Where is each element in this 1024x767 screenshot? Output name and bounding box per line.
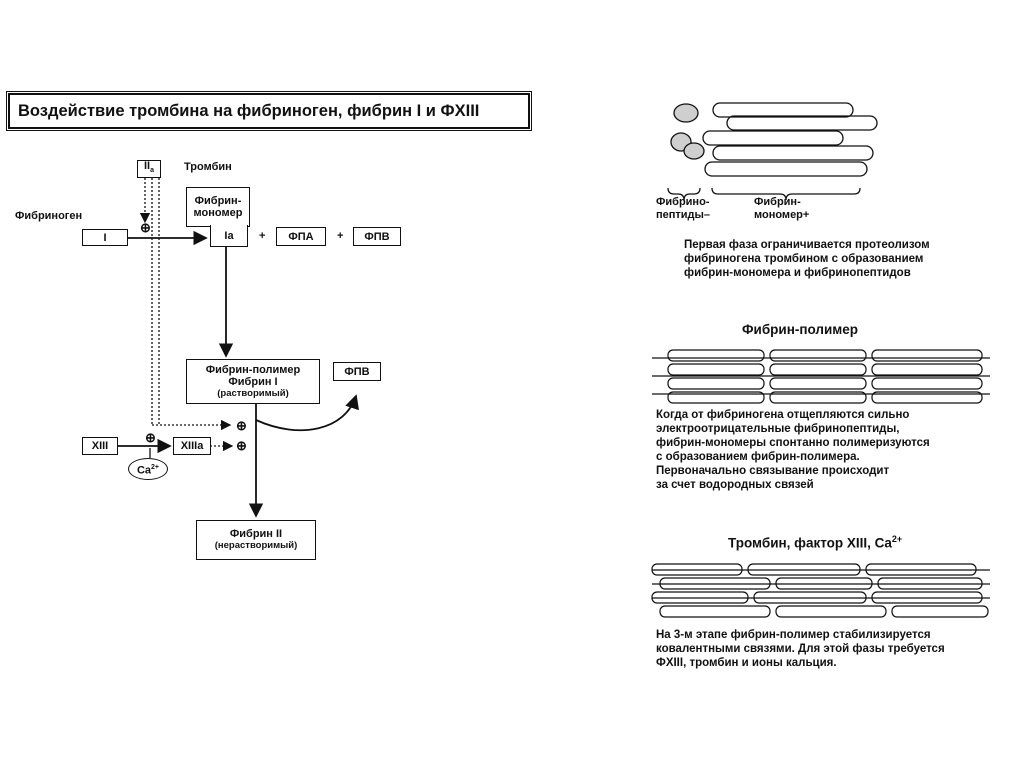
label-monomer-line1: Фибрин-: [754, 196, 801, 208]
phase3-line: На 3-м этапе фибрин-полимер стабилизируе…: [656, 629, 931, 641]
xiiia-label: XIIIa: [180, 440, 204, 452]
fpb-released-label: ФПВ: [344, 365, 370, 378]
plus-sign-1: +: [259, 230, 266, 242]
phase2-text: Когда от фибриногена отщепляются сильно …: [656, 408, 930, 492]
thrombin-label: Тромбин: [184, 161, 232, 173]
phase2-line: Первоначально связывание происходит: [656, 465, 890, 477]
thrombin-iia-box: IIa: [137, 160, 161, 178]
ca-superscript: 2+: [151, 463, 160, 471]
stab-heading-text: Тромбин, фактор XIII, Ca: [728, 535, 892, 551]
phase2-line: с образованием фибрин-полимера.: [656, 451, 860, 463]
phase2-line: фибрин-мономеры спонтанно полимеризуются: [656, 437, 930, 449]
phase1-line: фибриногена тромбином с образованием: [684, 253, 924, 265]
fibrin-polymer-box: Фибрин-полимер Фибрин I (растворимый): [186, 359, 320, 404]
xiii-label: XIII: [91, 440, 109, 452]
activation-plus-icon-4: ⊕: [236, 438, 247, 453]
monomer-line1: Фибрин-: [194, 195, 242, 207]
phase1-text: Первая фаза ограничивается протеолизом ф…: [684, 238, 930, 280]
ca-label: Ca: [136, 464, 152, 477]
stabilization-heading: Тромбин, фактор XIII, Ca2+: [728, 534, 902, 551]
phase1-line: Первая фаза ограничивается протеолизом: [684, 239, 930, 251]
fpa-box: ФПА: [276, 227, 326, 246]
stab-heading-sup: 2+: [891, 534, 903, 544]
phase3-text: На 3-м этапе фибрин-полимер стабилизируе…: [656, 628, 945, 670]
phase2-line: Когда от фибриногена отщепляются сильно: [656, 409, 910, 421]
ia-box: Ia: [210, 225, 248, 247]
monomer-line2: мономер: [193, 207, 243, 219]
fibrin2-line1: Фибрин II: [229, 528, 283, 540]
phase2-line: электроотрицательные фибринопептиды,: [656, 423, 900, 435]
calcium-ellipse: Ca2+: [128, 458, 168, 480]
phase2-line: за счет водородных связей: [656, 479, 814, 491]
phase1-line: фибрин-мономера и фибринопептидов: [684, 267, 911, 279]
label-peptides-line2: пептиды–: [656, 209, 711, 221]
fibrinogen-label: Фибриноген: [15, 210, 83, 222]
activation-plus-icon-1: ⊕: [140, 220, 151, 235]
fibrin2-line2: (нерастворимый): [214, 540, 298, 551]
fpb-released-box: ФПВ: [333, 362, 381, 381]
plus-sign-2: +: [337, 230, 344, 242]
activation-plus-icon-3: ⊕: [145, 430, 156, 445]
label-peptides-line1: Фибрино-: [656, 196, 710, 208]
label-monomer-line2: мономер+: [754, 209, 810, 221]
iia-subscript: a: [150, 167, 155, 175]
iia-label: II: [143, 160, 151, 173]
polymer-heading: Фибрин-полимер: [742, 322, 859, 337]
label-fibrin-monomer: Фибрин- мономер+: [754, 196, 809, 222]
fpb-box: ФПВ: [353, 227, 401, 246]
fpb-label: ФПВ: [364, 230, 390, 243]
polymer-line3: (растворимый): [217, 387, 289, 399]
phase3-line: ковалентными связями. Для этой фазы треб…: [656, 643, 945, 655]
polymer-line1: Фибрин-полимер: [205, 363, 301, 376]
xiii-box: XIII: [82, 437, 118, 455]
diagram-title: Воздействие тромбина на фибриноген, фибр…: [6, 91, 532, 131]
label-fibrinopeptides: Фибрино- пептиды–: [656, 196, 710, 222]
fpa-label: ФПА: [288, 230, 314, 243]
fibrinogen-box-label: I: [103, 231, 107, 244]
polymer-line2: Фибрин I: [228, 375, 278, 388]
phase3-line: ФХIII, тромбин и ионы кальция.: [656, 657, 837, 669]
activation-plus-icon-2: ⊕: [236, 418, 247, 433]
xiiia-box: XIIIa: [173, 437, 211, 455]
fibrinogen-box: I: [82, 229, 128, 246]
fibrin-ii-box: Фибрин II (нерастворимый): [196, 520, 316, 560]
ia-label: Ia: [224, 229, 234, 242]
